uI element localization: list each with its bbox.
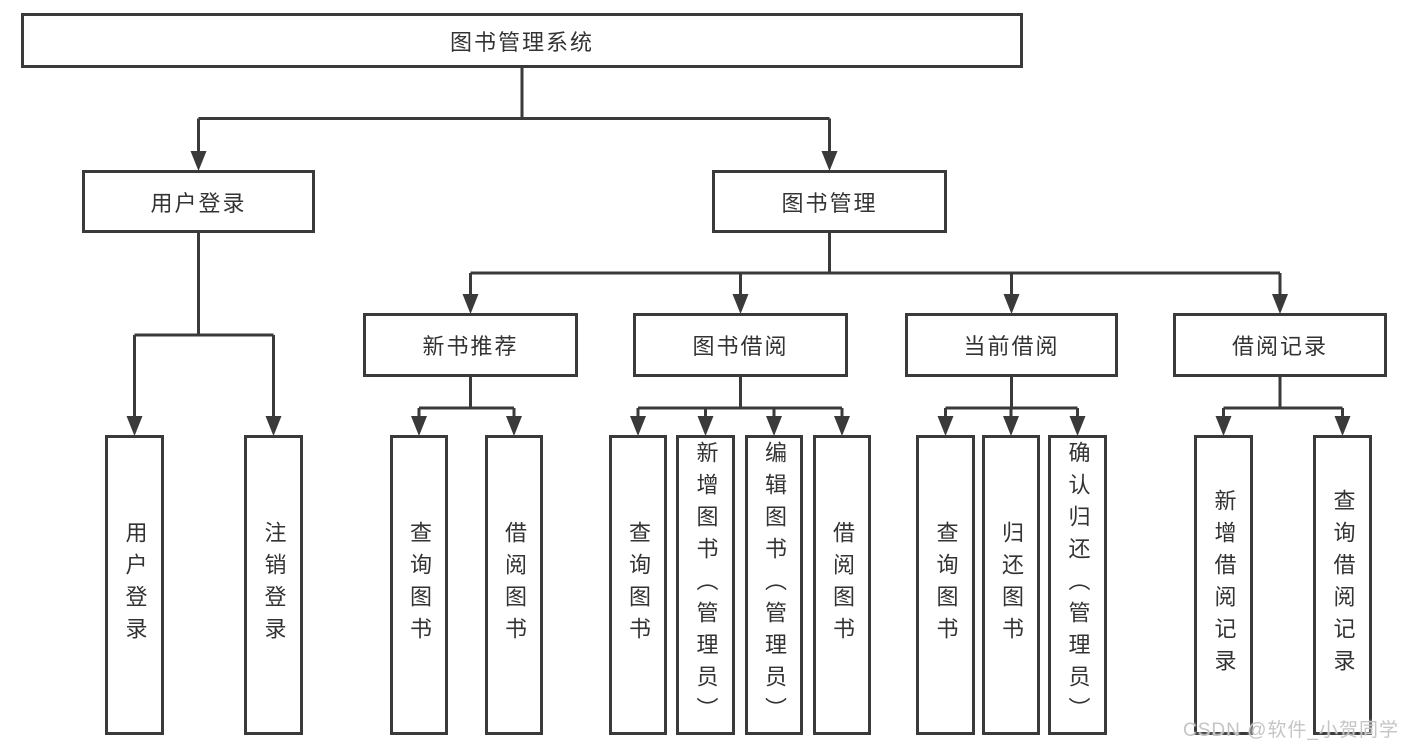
node-label: 编辑图书（管理员） [762, 441, 787, 729]
node-label: 图书管理 [781, 190, 878, 216]
leaf-add-borrow-record: 新增借阅记录 [1194, 435, 1253, 735]
node-label: 图书借阅 [692, 334, 789, 359]
node-new-book-recommendation: 新书推荐 [363, 313, 578, 377]
leaf-query-books-current: 查询图书 [916, 435, 975, 735]
node-label: 归还图书 [999, 521, 1024, 649]
leaf-borrow-books: 借阅图书 [813, 435, 871, 735]
node-label: 借阅图书 [830, 521, 855, 649]
node-label: 用户登录 [150, 190, 247, 216]
node-label: 借阅图书 [502, 521, 527, 649]
node-current-borrowing: 当前借阅 [905, 313, 1118, 377]
leaf-add-book-admin: 新增图书（管理员） [676, 435, 735, 735]
node-label: 确认归还（管理员） [1065, 441, 1091, 729]
node-label: 图书管理系统 [449, 29, 594, 55]
leaf-query-books-recommend: 查询图书 [390, 435, 448, 735]
node-borrowing-records: 借阅记录 [1173, 313, 1387, 377]
node-book-borrowing: 图书借阅 [633, 313, 848, 377]
node-label: 查询图书 [933, 521, 959, 649]
connector-lines [133, 68, 1344, 418]
node-label: 注销登录 [261, 521, 287, 649]
node-label: 当前借阅 [963, 334, 1060, 359]
node-label: 用户登录 [122, 521, 148, 649]
leaf-user-login: 用户登录 [105, 435, 164, 735]
node-label: 查询借阅记录 [1330, 489, 1356, 681]
csdn-watermark: CSDN @软件_小贺同学 [1183, 720, 1399, 741]
node-label: 借阅记录 [1231, 334, 1328, 359]
leaf-query-books-borrow: 查询图书 [609, 435, 667, 735]
node-label: 新增借阅记录 [1211, 489, 1237, 681]
leaf-confirm-return-admin: 确认归还（管理员） [1048, 435, 1107, 735]
node-library-management-system: 图书管理系统 [21, 13, 1023, 68]
leaf-edit-book-admin: 编辑图书（管理员） [745, 435, 803, 735]
leaf-query-borrow-record: 查询借阅记录 [1313, 435, 1372, 735]
node-label: 新书推荐 [422, 334, 519, 359]
node-label: 查询图书 [407, 521, 432, 649]
leaf-borrow-books-recommend: 借阅图书 [485, 435, 543, 735]
leaf-logout: 注销登录 [244, 435, 303, 735]
node-label: 新增图书（管理员） [693, 441, 719, 729]
node-label: 查询图书 [626, 521, 651, 649]
node-user-login: 用户登录 [82, 170, 315, 233]
leaf-return-book: 归还图书 [982, 435, 1040, 735]
node-book-management: 图书管理 [712, 170, 947, 233]
